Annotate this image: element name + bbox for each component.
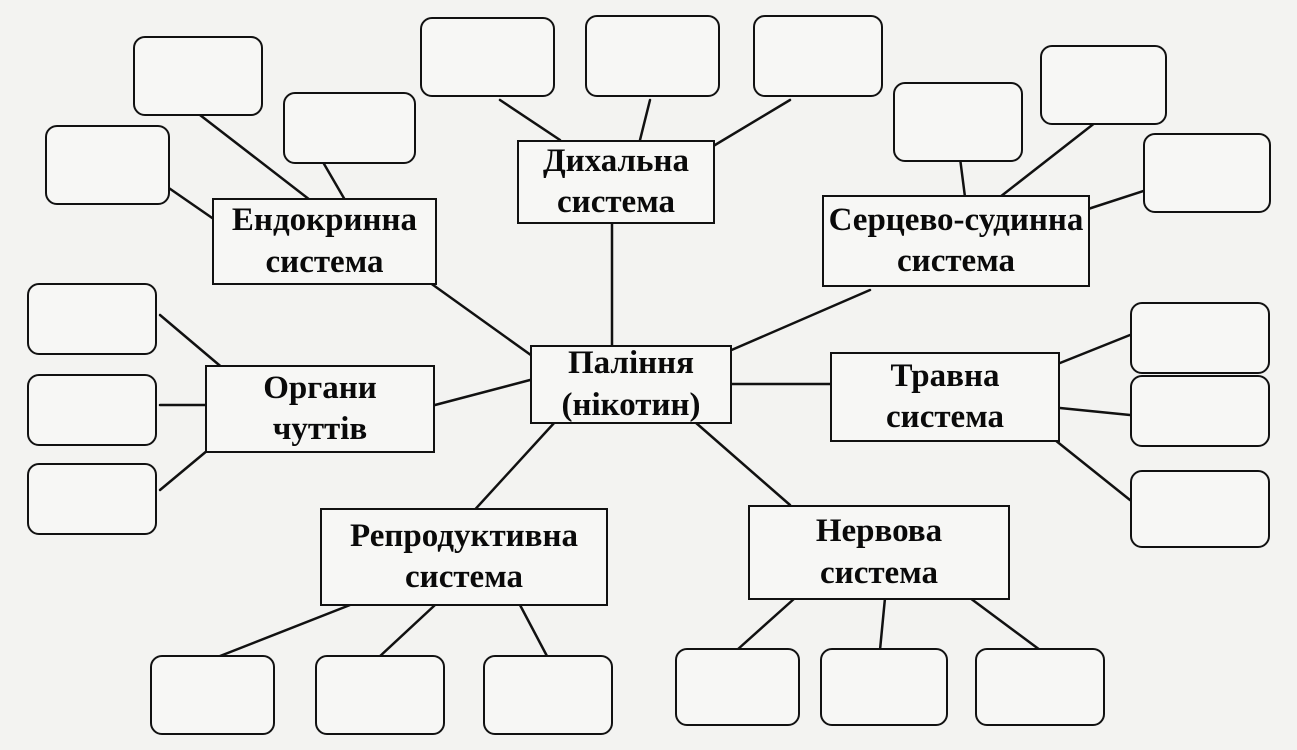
connector-line [708,98,792,150]
connector-line [693,420,792,507]
connector-line [376,603,437,660]
node-digestive-system: Травна система [830,352,1060,442]
connector-line [638,98,652,142]
node-label: система [265,243,384,280]
node-label: чуттів [272,411,368,447]
blank-box [675,648,800,726]
connector-line [433,378,532,407]
node-label: Ендокринна [231,202,418,239]
connector-line [158,313,227,372]
node-endocrine-system: Ендокринна система [212,198,437,285]
center-label: (нікотин) [561,386,701,423]
blank-box [893,82,1023,162]
blank-box [483,655,613,735]
blank-box [150,655,275,735]
blank-box [45,125,170,205]
blank-box [975,648,1105,726]
node-label: система [886,399,1004,435]
node-label: Дихальна [542,142,690,179]
connector-line [413,270,537,360]
connector-line [958,156,967,199]
blank-box [27,283,157,355]
blank-box [133,36,263,116]
blank-box [753,15,883,97]
connector-line [198,113,312,202]
connector-line [498,98,562,142]
node-label: система [405,559,523,595]
node-label: Репродуктивна [349,517,579,554]
connector-line [998,113,1107,199]
blank-box [283,92,416,164]
node-nervous-system: Нервова система [748,505,1010,600]
node-label: система [897,243,1015,279]
node-reproductive-system: Репродуктивна система [320,508,608,606]
blank-box [1130,375,1270,447]
blank-box [1130,302,1270,374]
connector-line [1058,406,1132,417]
node-cardiovascular-system: Серцево-судинна система [822,195,1090,287]
node-label: система [820,554,938,591]
connector-line [735,596,797,652]
node-label: Органи [263,369,377,406]
blank-box [585,15,720,97]
connector-line [468,420,557,517]
blank-box [27,463,157,535]
connector-line [968,596,1042,652]
connector-line [1053,333,1132,367]
node-sense-organs: Органи чуттів [205,365,435,453]
connector-line [318,155,347,202]
node-label: Травна [890,357,1000,394]
connector-line [1053,438,1132,502]
center-label: Паління [567,345,694,382]
node-label: Нервова [815,513,943,550]
blank-box [27,374,157,446]
blank-box [1040,45,1167,125]
blank-box [1130,470,1270,548]
blank-box [315,655,445,735]
node-respiratory-system: Дихальна система [517,140,715,224]
connector-line [878,596,887,652]
node-center-smoking: Паління (нікотин) [530,345,732,424]
connector-line [213,603,352,660]
connector-line [518,603,550,660]
node-label: система [557,184,675,220]
node-label: Серцево-судинна [828,201,1084,238]
blank-box [820,648,948,726]
blank-box [420,17,555,97]
blank-box [1143,133,1271,213]
connector-line [718,288,872,357]
